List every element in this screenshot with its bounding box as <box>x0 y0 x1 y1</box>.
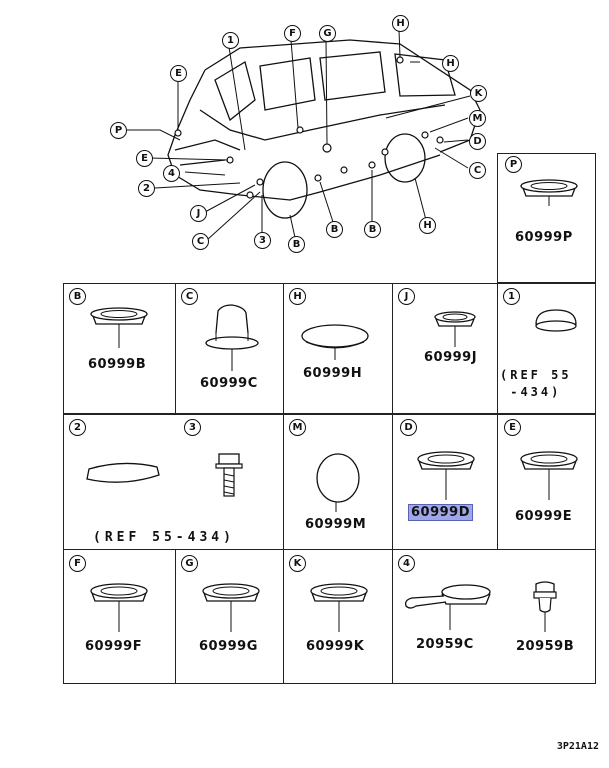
badge-f: F <box>69 555 86 572</box>
badge-4: 4 <box>398 555 415 572</box>
callout-badge: E <box>170 65 187 82</box>
plug-m-icon <box>316 453 360 512</box>
part-number-j: 60999J <box>424 350 478 365</box>
callout-badge: C <box>192 233 209 250</box>
callout-badge: G <box>319 25 336 42</box>
callout-badge: D <box>469 133 486 150</box>
callout-badge: P <box>110 122 127 139</box>
callout-badge: 3 <box>254 232 271 249</box>
grommet-k-icon <box>310 583 368 632</box>
callout-badge: M <box>469 110 486 127</box>
badge-k: K <box>289 555 306 572</box>
part-cell-4 <box>392 549 596 684</box>
part-number-c: 60999C <box>200 376 258 391</box>
grommet-e-icon <box>520 451 578 500</box>
part-number-e: 60999E <box>515 509 573 524</box>
part-number-4a: 20959C <box>416 637 474 652</box>
bolt-3-icon <box>215 453 243 497</box>
reference-note-2: (REF 55-434) <box>93 530 235 545</box>
callout-badge: J <box>190 205 207 222</box>
grommet-f-icon <box>90 583 148 632</box>
badge-d: D <box>400 419 417 436</box>
grommet-b-icon <box>90 307 148 348</box>
grommet-j-icon <box>434 311 476 347</box>
badge-b: B <box>69 288 86 305</box>
badge-g: G <box>181 555 198 572</box>
callout-badge: B <box>364 221 381 238</box>
callout-badge: C <box>469 162 486 179</box>
part-number-p: 60999P <box>515 230 573 245</box>
badge-e: E <box>504 419 521 436</box>
part-number-d: 60999D <box>407 504 474 521</box>
part-number-f: 60999F <box>85 639 143 654</box>
clip-4-icon <box>533 581 557 632</box>
part-number-b: 60999B <box>88 357 147 372</box>
grommet-g-icon <box>202 583 260 632</box>
badge-h: H <box>289 288 306 305</box>
badge-c: C <box>181 288 198 305</box>
plug-1-icon <box>535 309 577 332</box>
callout-badge: H <box>419 217 436 234</box>
callout-badge: E <box>136 150 153 167</box>
badge-p: P <box>505 156 522 173</box>
part-number-g: 60999G <box>199 639 258 654</box>
part-number-4b: 20959B <box>516 639 575 654</box>
part-number-h: 60999H <box>303 366 363 381</box>
callout-badge: B <box>326 221 343 238</box>
van-illustration <box>125 29 481 243</box>
badge-1: 1 <box>503 288 520 305</box>
part-cell-p <box>497 153 596 283</box>
grommet-p-icon <box>520 179 578 206</box>
callout-badge: 2 <box>138 180 155 197</box>
callout-badge: K <box>470 85 487 102</box>
plug-h-icon <box>301 324 369 360</box>
badge-3: 3 <box>184 419 201 436</box>
grommet-hose-4-icon <box>404 584 491 630</box>
part-cell-1 <box>497 283 596 414</box>
badge-m: M <box>289 419 306 436</box>
callout-badge: H <box>392 15 409 32</box>
callout-badge: H <box>442 55 459 72</box>
diagram-code: 3P21A12 <box>556 741 599 752</box>
part-number-m: 60999M <box>305 517 367 532</box>
callout-badge: B <box>288 236 305 253</box>
grommet-d-icon <box>417 451 475 500</box>
cap-c-icon <box>205 304 259 371</box>
callout-badge: 1 <box>222 32 239 49</box>
part-number-k: 60999K <box>306 639 365 654</box>
reference-note-1: (REF 55 -434) <box>500 368 572 399</box>
callout-badge: 4 <box>163 165 180 182</box>
callout-badge: F <box>284 25 301 42</box>
badge-j: J <box>398 288 415 305</box>
part-number-d-highlight[interactable]: 60999D <box>407 504 474 521</box>
pad-2-icon <box>86 462 160 483</box>
badge-2: 2 <box>69 419 86 436</box>
